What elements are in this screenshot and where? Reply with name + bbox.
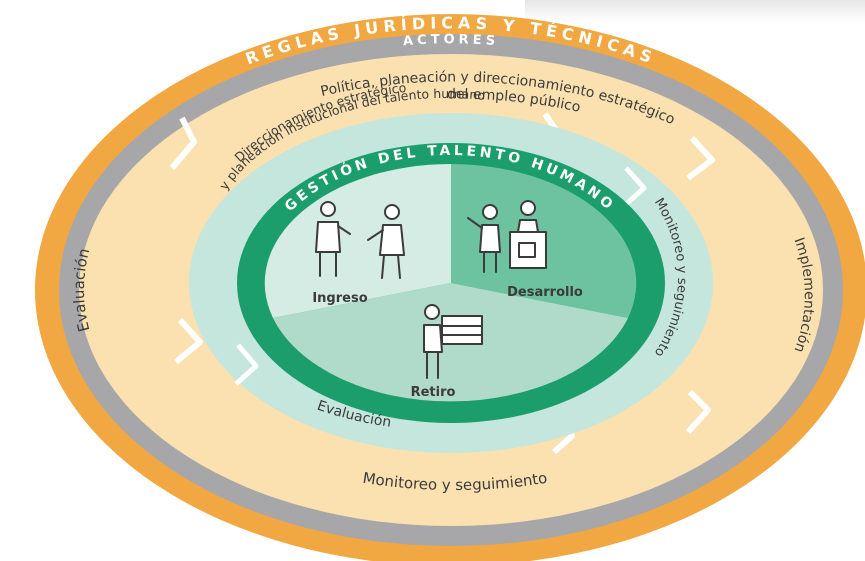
sector-label-retiro: Retiro bbox=[411, 385, 456, 400]
desarrollo-people-icon bbox=[467, 200, 547, 273]
top-right-shadow bbox=[525, 0, 865, 22]
evaluacion-left-label: Evaluación bbox=[70, 246, 93, 333]
svg-text:Evaluación: Evaluación bbox=[70, 246, 93, 333]
inner-band-arrows bbox=[234, 166, 647, 386]
retiro-person-icon bbox=[423, 304, 483, 379]
sector-ingreso bbox=[264, 163, 451, 318]
ingreso-people-icon bbox=[315, 201, 405, 279]
sector-label-ingreso: Ingreso bbox=[312, 291, 367, 306]
core-sectors bbox=[264, 163, 637, 402]
svg-text:ACTORES: ACTORES bbox=[402, 32, 499, 49]
actors-title: ACTORES bbox=[402, 32, 495, 49]
sector-label-desarrollo: Desarrollo bbox=[507, 285, 583, 300]
